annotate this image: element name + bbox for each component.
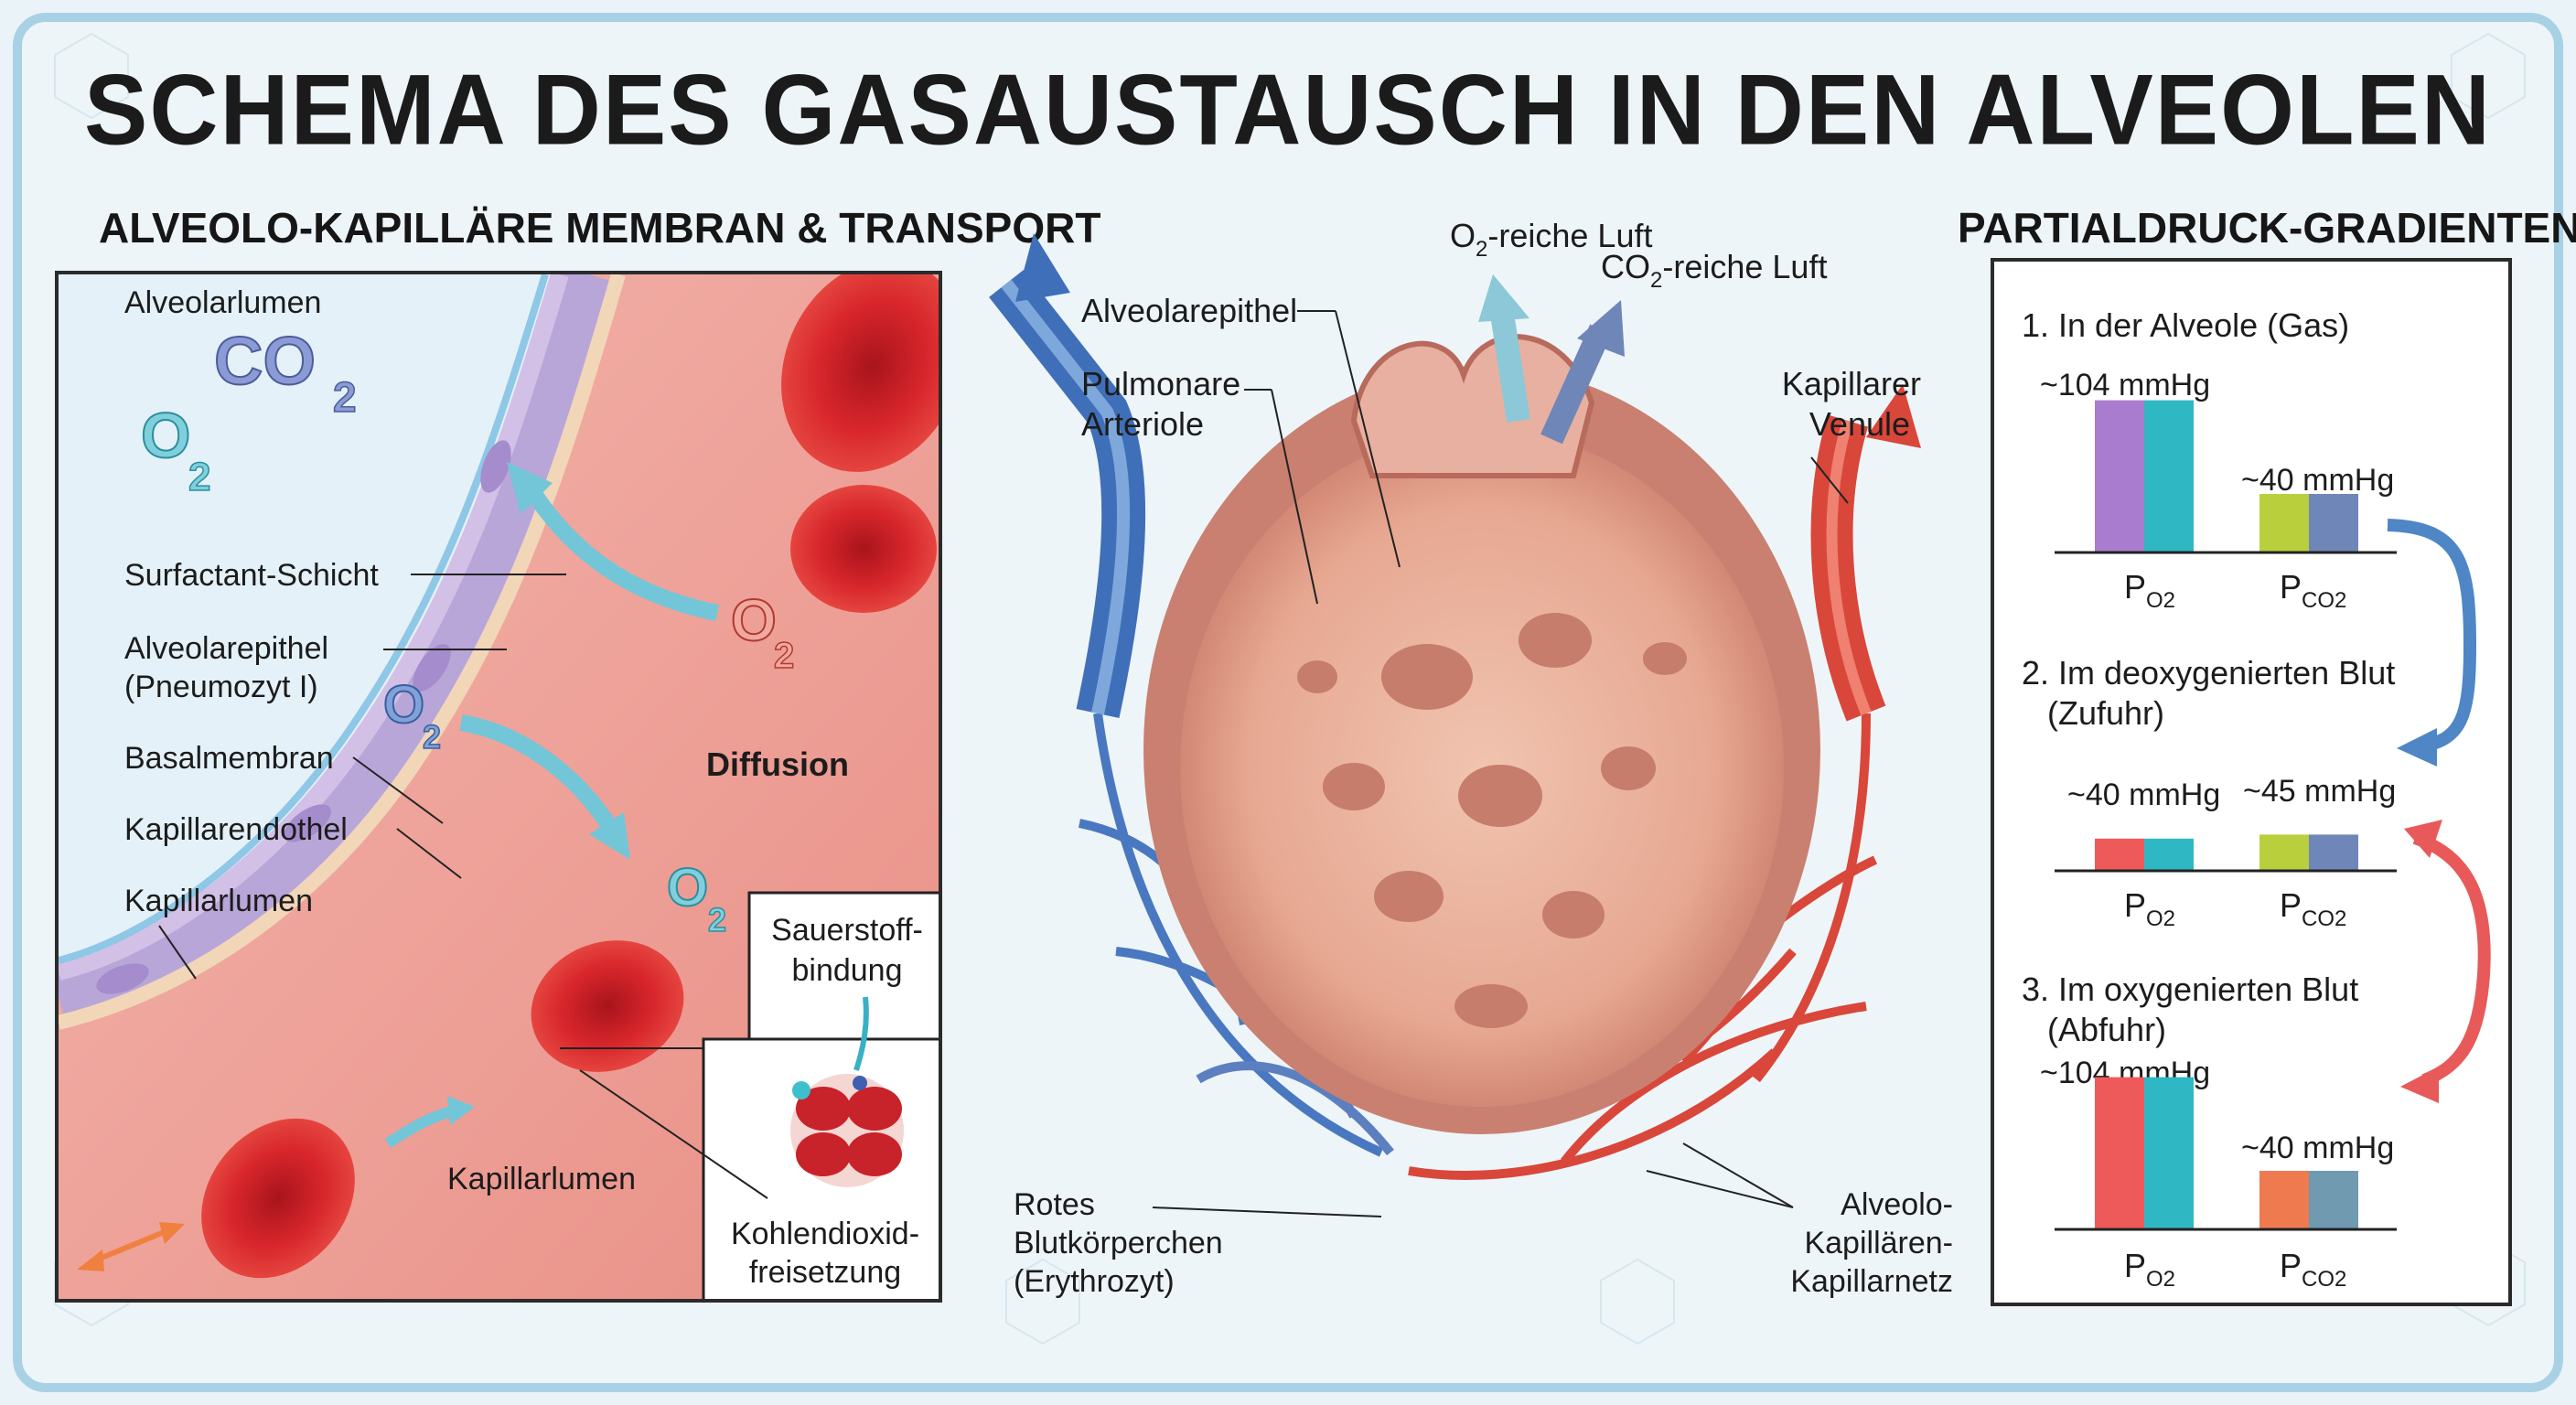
- section-2-pco2-bar-a: [2259, 834, 2309, 871]
- venule-label-1: Kapillarer: [1782, 365, 1921, 402]
- section-1-pco2-bar-a: [2259, 494, 2309, 552]
- section-3-pco2-axis: PCO2: [2280, 1247, 2346, 1292]
- section-2-bars: [2095, 834, 2358, 871]
- section-2-po2-axis: PO2: [2124, 886, 2175, 931]
- page-title: SCHEMA DES GASAUSTAUSCH IN DEN ALVEOLEN: [84, 55, 2492, 166]
- pneumozyt-label: (Pneumozyt I): [124, 670, 318, 704]
- section-2-po2-bar-a: [2095, 838, 2144, 871]
- section-3-po2-bar-b: [2144, 1077, 2194, 1229]
- section-3-po2-axis: PO2: [2124, 1247, 2175, 1292]
- o2-air-label: O2-reiche Luft: [1450, 217, 1652, 262]
- co2-sub-lumen: 2: [333, 373, 357, 421]
- alveolarepithel-center-label: Alveolarepithel: [1081, 292, 1297, 329]
- section-1-pco2-axis: PCO2: [2280, 568, 2346, 613]
- section-2-pco2-bar-b: [2309, 834, 2358, 871]
- o2-sub-membrane: 2: [423, 718, 441, 756]
- membrane-illustration: CO 2 O 2 O 2 O 2 O 2 Alveolarlumen Surfa…: [59, 274, 939, 1299]
- network-label-2: Kapillären-: [1804, 1226, 1953, 1260]
- section-1-pco2-value: ~40 mmHg: [2241, 463, 2394, 498]
- membrane-panel: CO 2 O 2 O 2 O 2 O 2 Alveolarlumen Surfa…: [55, 271, 942, 1303]
- section-2-label-2: (Zufuhr): [2047, 694, 2164, 732]
- alveolarepithel-label: Alveolarepithel: [124, 631, 328, 666]
- co2-release-label-2: freisetzung: [749, 1255, 901, 1290]
- o2-label-blood: O: [731, 587, 777, 653]
- o2-sub-blood: 2: [774, 636, 794, 676]
- network-label-1: Alveolo-: [1841, 1187, 1953, 1222]
- alveolarlumen-label: Alveolarlumen: [124, 285, 321, 320]
- section-1-label: 1. In der Alveole (Gas): [2022, 306, 2349, 344]
- left-section-heading: ALVEOLO-KAPILLÄRE MEMBRAN & TRANSPORT: [99, 204, 1101, 252]
- section-1-po2-value: ~104 mmHg: [2040, 368, 2210, 402]
- o2-binding-label-2: bindung: [791, 953, 902, 988]
- partial-pressure-chart: 1. In der Alveole (Gas) ~104 mmHg ~40 mm…: [2022, 306, 2491, 1292]
- section-2-pco2-value: ~45 mmHg: [2243, 774, 2396, 809]
- capillary-lumen-label: Kapillarlumen: [447, 1162, 636, 1196]
- section-2-label-1: 2. Im deoxygenierten Blut: [2022, 654, 2395, 692]
- section-2-po2-bar-b: [2144, 838, 2194, 871]
- arteriole-label-1: Pulmonare: [1081, 365, 1240, 402]
- section-1-po2-bar-b: [2144, 400, 2194, 552]
- section-3-label-2: (Abfuhr): [2047, 1011, 2166, 1048]
- co2-release-label-1: Kohlendioxid-: [731, 1217, 919, 1251]
- section-2-po2-value: ~40 mmHg: [2067, 778, 2220, 812]
- section-3-label-1: 3. Im oxygenierten Blut: [2022, 971, 2358, 1008]
- o2-binding-label-1: Sauerstoff-: [771, 913, 923, 948]
- co2-label-lumen: CO: [214, 323, 316, 399]
- gradient-panel: 1. In der Alveole (Gas) ~104 mmHg ~40 mm…: [1991, 258, 2512, 1306]
- rbc-label-3: (Erythrozyt): [1014, 1264, 1175, 1299]
- section-2-pco2-axis: PCO2: [2280, 886, 2346, 931]
- o2-label-lumen: O: [141, 400, 190, 471]
- venule-label-2: Venule: [1809, 405, 1910, 443]
- kapillarlumen-label: Kapillarlumen: [124, 884, 313, 918]
- o2-sub-lumen: 2: [188, 455, 210, 499]
- rbc-label-2: Blutkörperchen: [1014, 1226, 1223, 1260]
- diffusion-label: Diffusion: [706, 745, 849, 783]
- surfactant-label: Surfactant-Schicht: [124, 558, 379, 593]
- section-3-po2-bar-a: [2095, 1077, 2144, 1229]
- section-3-pco2-bar-a: [2259, 1171, 2309, 1229]
- section-3-pco2-bar-b: [2309, 1171, 2358, 1229]
- section-1-po2-axis: PO2: [2124, 568, 2175, 613]
- section-3-pco2-value: ~40 mmHg: [2241, 1131, 2394, 1165]
- section-1-bars: [2095, 400, 2358, 552]
- co2-air-label: CO2-reiche Luft: [1601, 248, 1827, 293]
- o2-sub-capillary: 2: [708, 901, 726, 938]
- section-3-bars: [2095, 1077, 2358, 1229]
- kapillarendothel-label: Kapillarendothel: [124, 812, 348, 847]
- o2-label-capillary: O: [667, 858, 708, 917]
- alveolus-illustration: O2-reiche Luft CO2-reiche Luft Alveolare…: [989, 217, 1953, 1299]
- network-label-3: Kapillarnetz: [1790, 1264, 1953, 1299]
- basalmembran-label: Basalmembran: [124, 741, 334, 776]
- rbc-label-1: Rotes: [1014, 1187, 1095, 1222]
- o2-label-membrane: O: [383, 675, 424, 735]
- right-section-heading: PARTIALDRUCK-GRADIENTEN: [1958, 204, 2576, 252]
- section-1-pco2-bar-b: [2309, 494, 2358, 552]
- section-1-po2-bar-a: [2095, 400, 2144, 552]
- arteriole-label-2: Arteriole: [1081, 405, 1204, 443]
